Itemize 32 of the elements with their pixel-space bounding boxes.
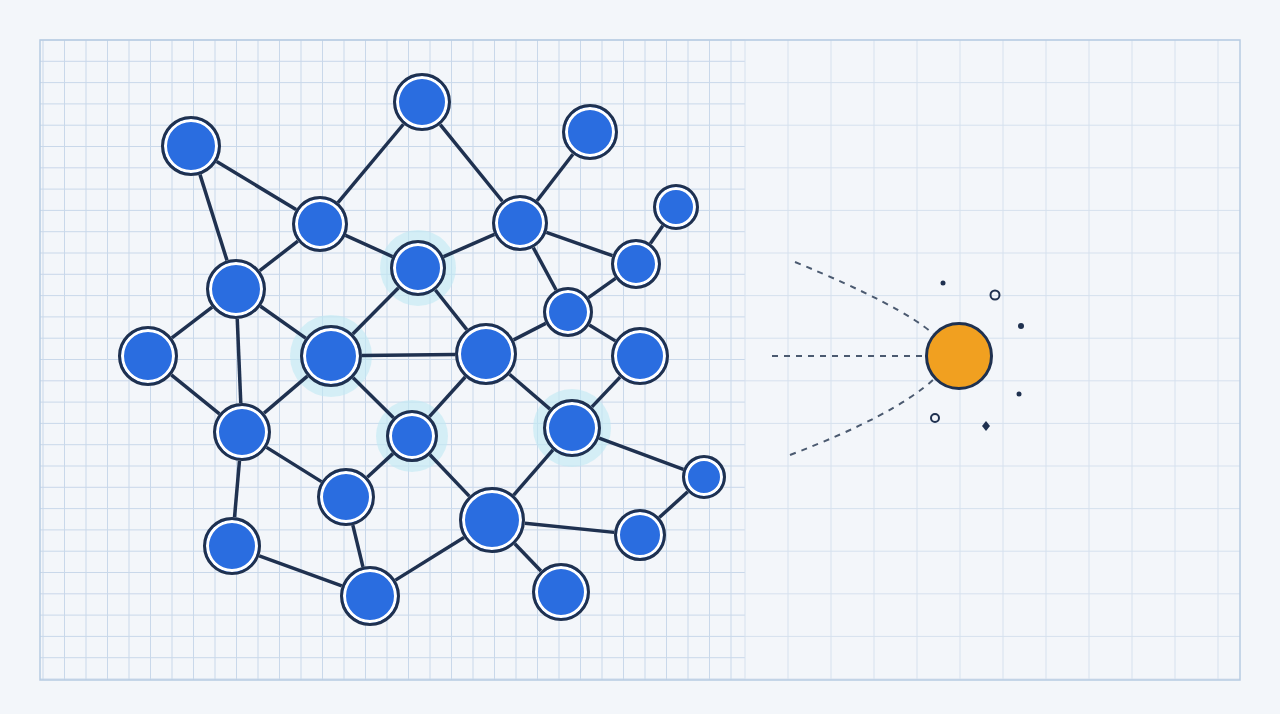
connector-line (394, 535, 465, 582)
connector-line (232, 460, 242, 518)
connector-line (170, 373, 221, 416)
connector-line (351, 376, 395, 419)
connector-line (259, 304, 307, 340)
connector-line (524, 521, 615, 535)
connector-line (512, 448, 555, 497)
connector-line (588, 323, 617, 343)
connector-line (235, 318, 243, 404)
connector-line (215, 160, 297, 211)
connector-line (590, 375, 622, 409)
connector-line (428, 453, 471, 498)
connector-line (508, 372, 552, 411)
connector-line (648, 224, 665, 245)
connector-line (262, 374, 309, 415)
connector-line (434, 288, 469, 331)
connector-line (336, 123, 405, 204)
connector-line (265, 445, 323, 484)
connector-line (258, 239, 299, 273)
connector-line (351, 286, 400, 336)
connector-line (198, 174, 229, 261)
connector-line (428, 375, 467, 418)
connector-line (658, 490, 689, 519)
connector-line (361, 352, 456, 358)
connector-line (438, 123, 504, 203)
connector-line (170, 305, 214, 340)
connector-line (351, 524, 365, 568)
connector-line (366, 452, 395, 479)
connector-line (535, 153, 575, 202)
dashed-line (789, 378, 935, 456)
connector-line (587, 277, 617, 299)
connector-line (513, 542, 543, 573)
